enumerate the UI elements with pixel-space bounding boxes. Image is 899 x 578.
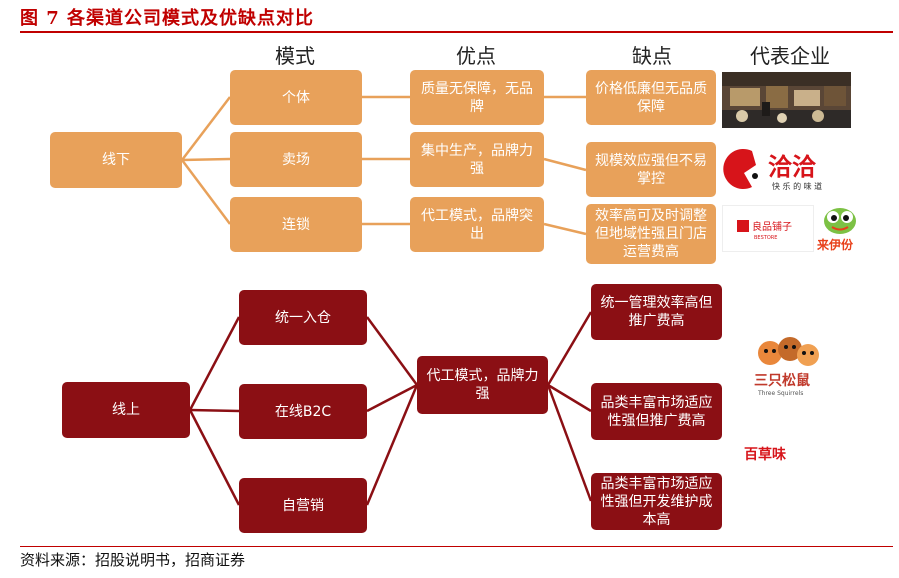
node-offline-cons-3: 效率高可及时调整但地域性强且门店运营费高 bbox=[586, 204, 716, 264]
node-online: 线上 bbox=[62, 382, 190, 438]
node-offline-pros-3: 代工模式，品牌突出 bbox=[410, 197, 544, 252]
node-online-mode-2: 在线B2C bbox=[239, 384, 367, 439]
source-note: 资料来源：招股说明书，招商证券 bbox=[20, 551, 246, 569]
node-offline-mode-1: 个体 bbox=[230, 70, 362, 125]
header-rep: 代表企业 bbox=[750, 44, 830, 68]
node-offline-pros-1: 质量无保障，无品牌 bbox=[410, 70, 544, 125]
baicaowei-logo-text: 百草味 bbox=[744, 446, 786, 463]
header-pros: 优点 bbox=[456, 44, 496, 68]
node-offline-mode-2: 卖场 bbox=[230, 132, 362, 187]
liangpin-logo: 良品铺子 BESTORE bbox=[722, 205, 814, 252]
three-squirrels-logo-sub: Three Squirrels bbox=[757, 390, 803, 397]
node-online-pros: 代工模式，品牌力强 bbox=[417, 356, 548, 414]
figure-title: 图 7 各渠道公司模式及优缺点对比 bbox=[20, 8, 315, 29]
source-rule bbox=[20, 546, 893, 547]
three-squirrels-logo-text: 三只松鼠 bbox=[754, 372, 810, 389]
node-offline-pros-2: 集中生产，品牌力强 bbox=[410, 132, 544, 187]
node-online-mode-1: 统一入仓 bbox=[239, 290, 367, 345]
laiyifen-logo: 来伊份 bbox=[814, 203, 866, 253]
laiyifen-logo-text: 来伊份 bbox=[816, 237, 854, 252]
header-mode: 模式 bbox=[275, 44, 315, 68]
node-offline-cons-2: 规模效应强但不易掌控 bbox=[586, 142, 716, 197]
node-offline: 线下 bbox=[50, 132, 182, 188]
node-online-cons-1: 统一管理效率高但推广费高 bbox=[591, 284, 722, 340]
qiaqia-logo-text: 洽洽 bbox=[768, 153, 817, 181]
node-online-cons-2: 品类丰富市场适应性强但推广费高 bbox=[591, 383, 722, 440]
node-offline-cons-1: 价格低廉但无品质保障 bbox=[586, 70, 716, 125]
qiaqia-logo: 洽洽 快 乐 的 味 道 bbox=[722, 143, 852, 195]
qiaqia-logo-sub: 快 乐 的 味 道 bbox=[772, 181, 822, 191]
liangpin-logo-sub: BESTORE bbox=[754, 235, 777, 241]
node-online-mode-3: 自营销 bbox=[239, 478, 367, 533]
title-rule bbox=[20, 31, 893, 33]
baicaowei-logo: 百草味 bbox=[744, 440, 804, 466]
node-offline-mode-3: 连锁 bbox=[230, 197, 362, 252]
three-squirrels-logo: 三只松鼠 Three Squirrels bbox=[748, 335, 830, 400]
header-cons: 缺点 bbox=[632, 44, 672, 68]
liangpin-logo-text: 良品铺子 bbox=[752, 220, 792, 233]
node-online-cons-3: 品类丰富市场适应性强但开发维护成本高 bbox=[591, 473, 722, 530]
market-stall-photo bbox=[722, 72, 851, 128]
